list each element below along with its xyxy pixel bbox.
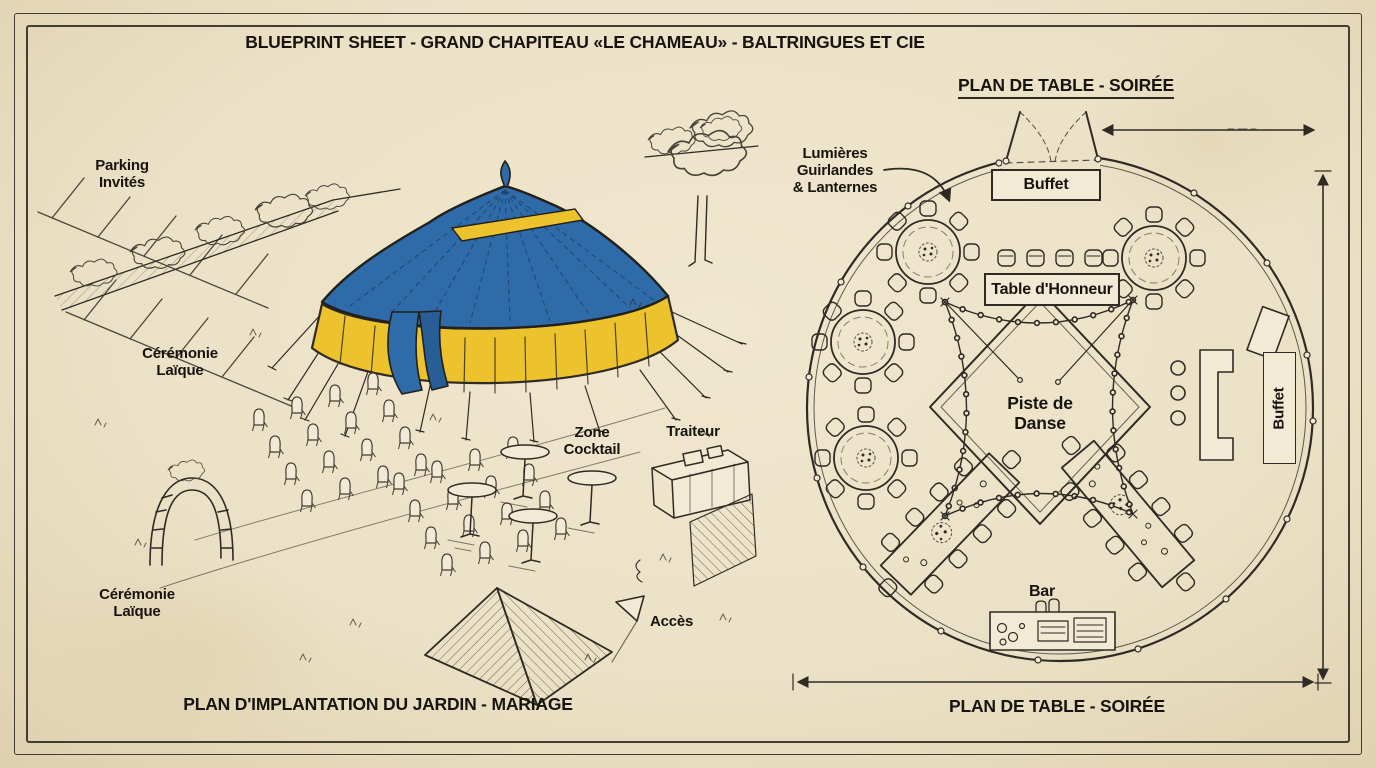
ceremony-lower-label: Cérémonie Laïque — [99, 586, 175, 620]
cocktail-zone-label: Zone Cocktail — [563, 424, 621, 458]
ceremony-upper-label: Cérémonie Laïque — [142, 345, 218, 379]
sheet-border-outer — [14, 13, 1362, 755]
tent-guy-lines — [267, 311, 747, 443]
hedge — [54, 116, 759, 311]
garden-plan-title: PLAN D'IMPLANTATION DU JARDIN - MARIAGE — [183, 694, 573, 714]
cocktail-tables — [447, 444, 617, 572]
evening-plan-title-top: PLAN DE TABLE - SOIRÉE — [916, 75, 1216, 99]
parking-label: Parking Invités — [95, 157, 149, 191]
tent-peak — [500, 159, 511, 188]
tent-floorplan-outline — [805, 138, 1317, 664]
evening-plan-title-bottom: PLAN DE TABLE - SOIRÉE — [949, 696, 1165, 716]
access-label: Accès — [650, 613, 694, 630]
access-triangle-icon — [611, 595, 645, 663]
garden-building — [424, 587, 613, 706]
round-table-2 — [811, 290, 915, 394]
bar-label: Bar — [1028, 583, 1056, 600]
tent-entrance-flaps — [387, 310, 449, 395]
dimension-arrow-bottom — [792, 673, 1319, 691]
side-buffet-tables — [1170, 305, 1290, 461]
dance-floor-label: Piste de Danse — [1007, 393, 1073, 433]
parking-lines — [37, 177, 297, 409]
lights-label: Lumières Guirlandes & Lanternes — [792, 145, 878, 196]
dance-floor — [929, 289, 1151, 525]
dimension-arrow-right — [1314, 170, 1332, 684]
head-table-chairs — [997, 249, 1103, 267]
lights-annotation-arrow — [883, 167, 952, 203]
tent-illustration — [267, 159, 747, 443]
entrance-doors — [1002, 111, 1102, 165]
wedding-arch — [149, 459, 234, 566]
caterer-table — [635, 444, 757, 587]
caterer-label: Traiteur — [666, 423, 720, 440]
sheet-title: BLUEPRINT SHEET - GRAND CHAPITEAU «LE CH… — [245, 32, 925, 52]
evening-plan-title-top-text: PLAN DE TABLE - SOIRÉE — [958, 75, 1174, 99]
round-table-3 — [814, 406, 918, 510]
tree — [666, 110, 754, 267]
sheet-border-inner — [26, 25, 1350, 743]
tent-collar-band — [450, 208, 585, 242]
buffet-side-box: Buffet — [1263, 352, 1296, 464]
bar-counter — [989, 598, 1116, 651]
aisle-lines — [159, 407, 666, 589]
dimension-arrow-top — [1101, 124, 1316, 136]
head-table-box: Table d'Honneur — [984, 273, 1120, 306]
buffet-top-box: Buffet — [991, 169, 1101, 201]
buffet-side-label: Buffet — [1271, 386, 1288, 430]
garden-plan-drawing — [37, 110, 759, 706]
tent-canopy-seams — [349, 189, 656, 324]
round-table-1 — [876, 200, 980, 304]
evening-plan-drawing — [792, 111, 1332, 691]
